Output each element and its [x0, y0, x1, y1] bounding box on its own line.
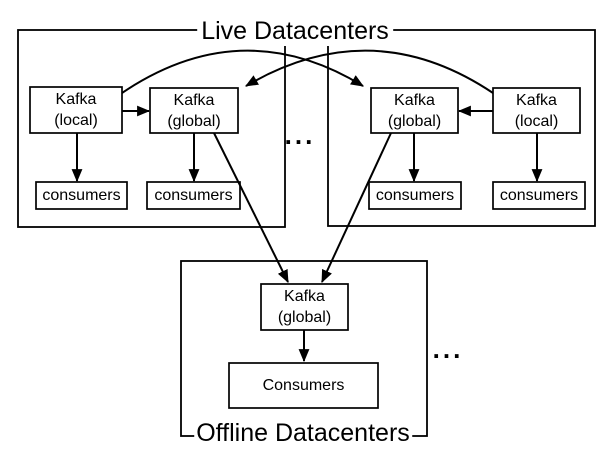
live-datacenters-title: Live Datacenters	[197, 16, 393, 46]
kafka-local-1-label: Kafka (local)	[54, 91, 98, 129]
kafka-global-2-label: Kafka (global)	[387, 91, 442, 130]
kafka-global-1-label: Kafka (global)	[167, 91, 221, 130]
arrow-local2-to-global1-curve	[245, 49, 494, 94]
kafka-local-2-label: Kafka (local)	[514, 91, 559, 130]
consumers-4-label: consumers	[499, 187, 579, 204]
kafka-global-offline-label: Kafka (global)	[277, 288, 332, 326]
consumers-3-label: consumers	[375, 187, 455, 204]
kafka-global-offline-box	[260, 283, 349, 331]
consumers-offline-label: Consumers	[262, 377, 345, 394]
consumers-2-label: consumers	[154, 187, 233, 204]
live-datacenter-1-box	[17, 29, 286, 228]
arrow-global1-to-offline-global	[213, 132, 289, 283]
live-datacenter-2-box	[327, 29, 596, 227]
live-more-datacenters-dots: ...	[284, 120, 316, 150]
consumers-4-box	[492, 181, 586, 210]
kafka-local-1-box	[29, 86, 123, 134]
consumers-offline-box	[228, 362, 379, 409]
arrow-local1-to-global2-curve	[121, 49, 364, 94]
offline-datacenters-title: Offline Datacenters	[194, 418, 412, 448]
consumers-1-label: consumers	[42, 187, 121, 204]
consumers-3-box	[368, 181, 462, 210]
consumers-2-box	[146, 181, 241, 210]
offline-more-datacenters-dots: ...	[432, 334, 464, 364]
arrow-global2-to-offline-global	[321, 132, 392, 283]
